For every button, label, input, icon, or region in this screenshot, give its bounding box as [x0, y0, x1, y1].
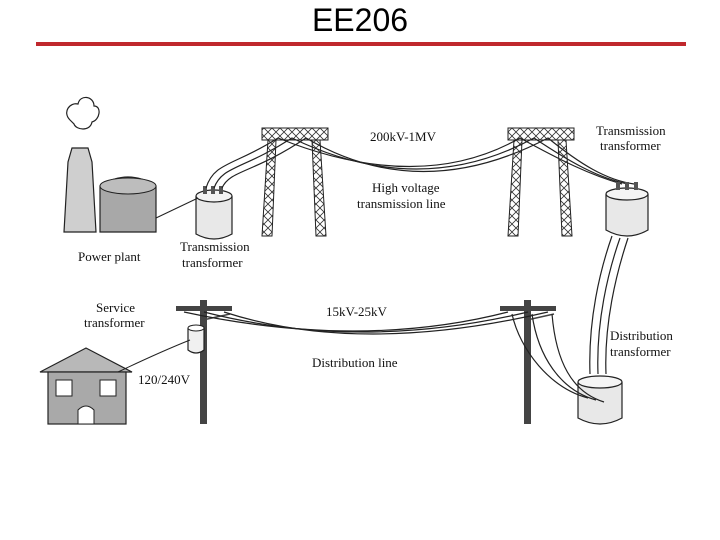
title-divider [36, 42, 686, 46]
label-high-voltage-line-2: transmission line [357, 196, 446, 211]
transformer-icon [187, 324, 205, 354]
feeder-lines [589, 235, 629, 375]
label-distribution-transformer-2: transformer [610, 344, 671, 359]
label-service-transformer-1: Service [96, 300, 135, 315]
label-transmission-transformer-left-2: transformer [182, 255, 243, 270]
label-voltage-transmission: 200kV-1MV [370, 129, 437, 144]
label-high-voltage-line-1: High voltage [372, 180, 440, 195]
utility-pole-icon [176, 300, 232, 424]
transformer-icon [605, 182, 649, 237]
power-plant-icon [63, 96, 157, 233]
high-voltage-lines [205, 137, 635, 189]
label-transmission-transformer-right-1: Transmission [596, 123, 666, 138]
label-distribution-transformer-1: Distribution [610, 328, 673, 343]
label-transmission-transformer-left-1: Transmission [180, 239, 250, 254]
transformer-icon [577, 375, 623, 425]
tower-icon [507, 127, 575, 237]
label-house-voltage: 120/240V [138, 372, 191, 387]
slide-title: EE206 [311, 2, 409, 38]
house-icon [39, 347, 133, 425]
label-power-plant: Power plant [78, 249, 141, 264]
label-voltage-distribution: 15kV-25kV [326, 304, 388, 319]
transformer-icon [195, 186, 233, 240]
label-distribution-line: Distribution line [312, 355, 398, 370]
tower-icon [261, 127, 329, 237]
service-drop-line [117, 339, 191, 373]
label-transmission-transformer-right-2: transformer [600, 138, 661, 153]
distribution-lines [183, 311, 605, 403]
utility-pole-icon [500, 300, 556, 424]
label-service-transformer-2: transformer [84, 315, 145, 330]
